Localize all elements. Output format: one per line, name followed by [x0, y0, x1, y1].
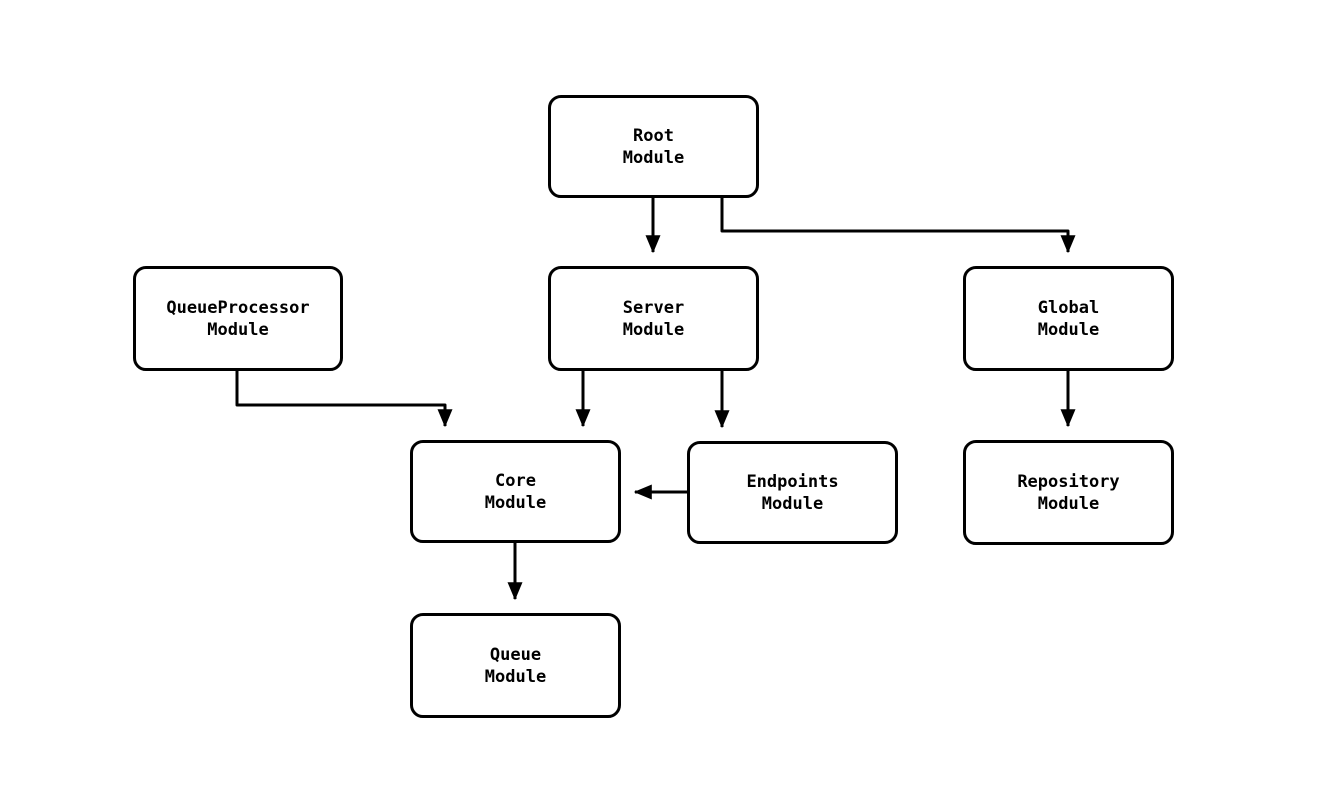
node-queue-module[interactable]: Queue Module	[410, 613, 621, 718]
node-queue-module-label: Queue Module	[484, 644, 547, 687]
node-server-module-label: Server Module	[622, 297, 685, 340]
node-endpoints-module[interactable]: Endpoints Module	[687, 441, 898, 544]
node-global-module-label: Global Module	[1037, 297, 1100, 340]
node-repository-module[interactable]: Repository Module	[963, 440, 1174, 545]
node-core-module[interactable]: Core Module	[410, 440, 621, 543]
node-root-module-label: Root Module	[622, 125, 685, 168]
node-repository-module-label: Repository Module	[1017, 471, 1120, 514]
edge-queueprocessor-core	[235, 371, 453, 428]
node-core-module-label: Core Module	[484, 470, 547, 513]
node-queueprocessor-module-label: QueueProcessor Module	[166, 297, 310, 340]
node-endpoints-module-label: Endpoints Module	[746, 471, 839, 514]
node-queueprocessor-module[interactable]: QueueProcessor Module	[133, 266, 343, 371]
node-server-module[interactable]: Server Module	[548, 266, 759, 371]
node-global-module[interactable]: Global Module	[963, 266, 1174, 371]
node-root-module[interactable]: Root Module	[548, 95, 759, 198]
edge-root-global	[720, 198, 1076, 254]
